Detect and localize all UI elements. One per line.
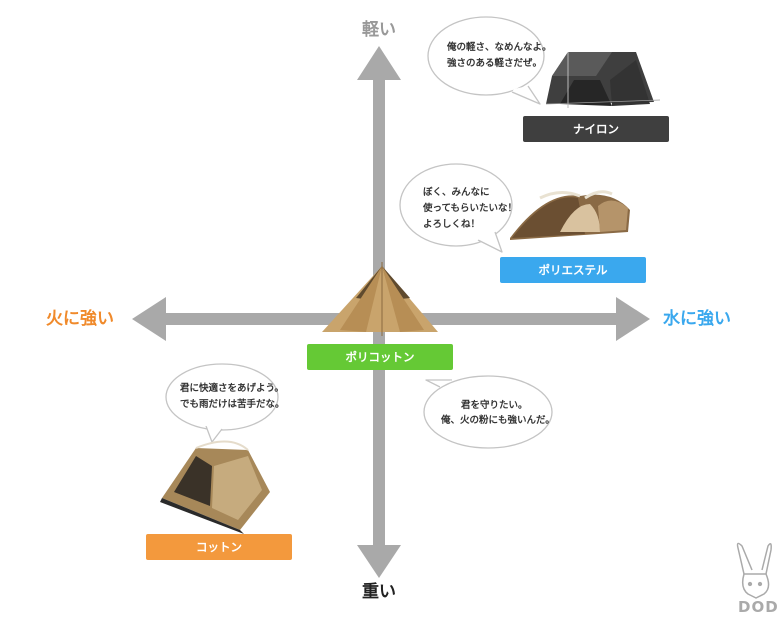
label-nylon: ナイロン <box>523 116 669 142</box>
bubble-polycotton <box>423 375 553 449</box>
dod-logo-text: DOD <box>738 598 779 616</box>
arrow-up <box>357 46 401 80</box>
speech-line: よろしくね！ <box>423 219 481 230</box>
arrow-down <box>357 545 401 578</box>
bubble-nylon <box>427 16 545 105</box>
nylon-tent-image <box>545 52 661 108</box>
axis-label-heavy: 重い <box>362 582 396 602</box>
label-cotton: コットン <box>146 534 292 560</box>
arrow-right <box>616 297 650 341</box>
speech-line: 君に快適さをあげよう。 <box>180 383 284 394</box>
bubble-cotton <box>165 363 279 443</box>
label-polycotton: ポリコットン <box>307 344 453 370</box>
speech-line: 使ってもらいたいな！ <box>423 203 518 214</box>
speech-line: 強さのある軽さだぜ。 <box>447 58 543 69</box>
axis-label-water: 水に強い <box>663 309 731 329</box>
speech-line: 俺の軽さ、なめんなよ。 <box>447 42 552 53</box>
label-polyester: ポリエステル <box>500 257 646 283</box>
axis-label-light: 軽い <box>362 20 396 40</box>
axis-label-fire: 火に強い <box>46 309 114 329</box>
polycotton-tent-image <box>322 262 438 336</box>
speech-line: でも雨だけは苦手だな。 <box>180 399 285 410</box>
bubble-polyester <box>399 163 513 253</box>
cotton-tent-image <box>160 440 270 534</box>
polyester-tent-image <box>510 190 630 240</box>
dod-rabbit-icon <box>736 542 772 599</box>
speech-line: 俺、火の粉にも強いんだ。 <box>441 415 555 426</box>
speech-line: ぼく、みんなに <box>423 187 490 198</box>
speech-line: 君を守りたい。 <box>461 400 528 411</box>
arrow-left <box>132 297 166 341</box>
